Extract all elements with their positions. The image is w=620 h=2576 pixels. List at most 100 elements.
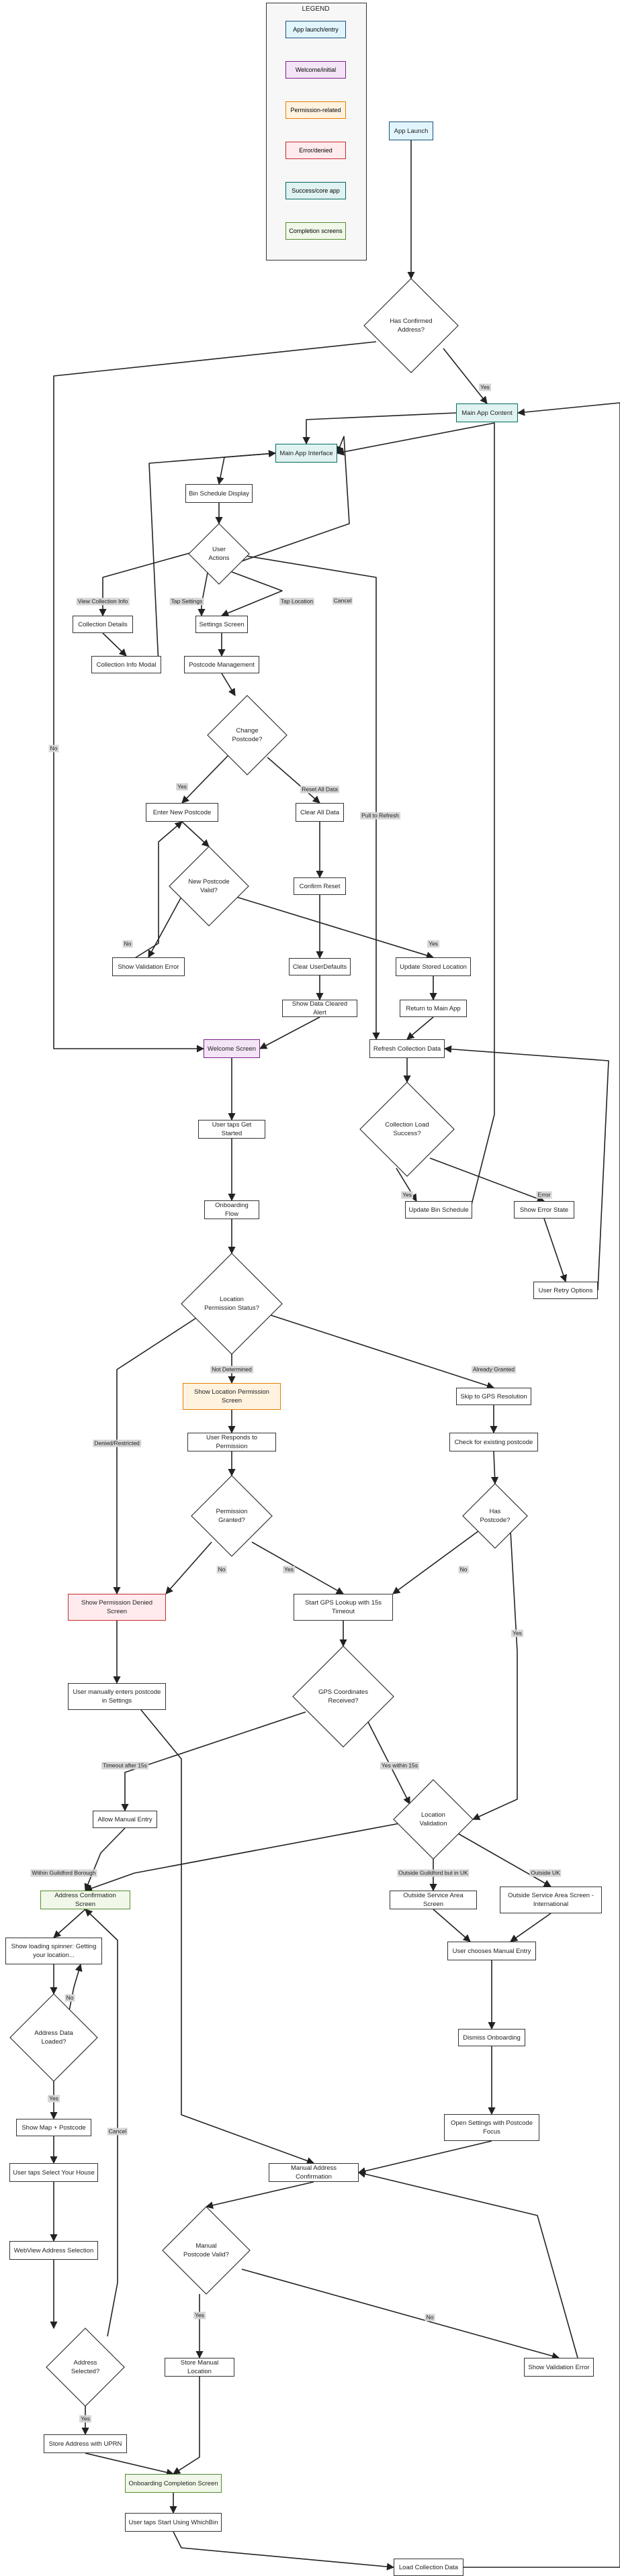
edge-label: No (216, 1566, 227, 1574)
node-show-permission-denied: Show Permission Denied Screen (68, 1594, 166, 1621)
decision-shape-address-data-loaded (9, 1993, 98, 2082)
node-main-app-interface: Main App Interface (275, 444, 337, 463)
decision-address-data-loaded: Address Data Loaded? (34, 2030, 73, 2046)
edge-label: Yes (48, 2095, 60, 2103)
node-user-responds: User Responds to Permission (187, 1433, 276, 1451)
edge-label: Within Guildford Borough (30, 1869, 97, 1877)
edge-open-settings-focus-to-manual-address-confirmation (357, 2140, 492, 2175)
node-onboarding-flow: Onboarding Flow (204, 1200, 259, 1219)
decision-has-confirmed: Has Confirmed Address? (390, 318, 433, 334)
edge-user-retry-to-refresh-collection (443, 1045, 609, 1291)
edge-update-bin-schedule-to-main-app-interface (336, 422, 495, 1210)
decision-shape-manual-postcode-valid (162, 2206, 251, 2295)
edge-change-postcode-to-clear-all-data (267, 757, 320, 804)
legend-item-permission: Permission-related (285, 101, 346, 119)
edge-main-app-content-to-main-app-interface (302, 412, 457, 445)
decision-new-postcode-valid: New Postcode Valid? (188, 878, 230, 894)
decision-shape-has-confirmed (363, 278, 459, 373)
node-enter-new-postcode: Enter New Postcode (146, 803, 218, 822)
edge-label: No (425, 2313, 435, 2322)
node-app-launch: App Launch (389, 122, 433, 140)
node-show-data-cleared: Show Data Cleared Alert (282, 1000, 357, 1017)
edge-change-postcode-to-enter-new-postcode (181, 755, 229, 804)
decision-has-postcode: Has Postcode? (480, 1508, 511, 1524)
node-refresh-collection: Refresh Collection Data (369, 1039, 445, 1058)
edge-collection-info-modal-to-main-app-interface (148, 450, 277, 665)
edge-label: Tap Location (279, 598, 315, 606)
node-update-stored-location: Update Stored Location (396, 957, 471, 976)
edge-label: Yes (193, 2311, 206, 2320)
edge-label: Yes (427, 940, 439, 948)
node-store-manual-location: Store Manual Location (165, 2358, 234, 2377)
decision-permission-granted: Permission Granted? (216, 1508, 248, 1524)
decision-shape-address-selected (46, 2328, 125, 2407)
node-store-address-uprn: Store Address with UPRN (44, 2434, 127, 2453)
edge-postcode-mgmt-to-change-postcode (221, 673, 236, 696)
node-clear-all-data: Clear All Data (296, 803, 344, 822)
edge-label: No (48, 745, 59, 753)
node-clear-userdefaults: Clear UserDefaults (289, 958, 351, 975)
edge-user-taps-start-to-load-collection-data (173, 2531, 395, 2571)
edge-has-confirmed-to-main-app-content (443, 348, 488, 404)
edge-location-permission-status-to-show-permission-denied (113, 1314, 202, 1595)
decision-change-postcode: Change Postcode? (232, 727, 263, 743)
edge-location-validation-to-address-confirmation (84, 1822, 404, 1892)
edge-outside-service-intl-to-user-chooses-manual (510, 1913, 551, 1942)
edge-label: Tap Settings (169, 598, 204, 606)
edge-label: Cancel (332, 597, 353, 605)
decision-shape-user-actions (188, 523, 250, 585)
decision-location-validation: Location Validation (419, 1811, 447, 1827)
edge-label: No (458, 1566, 469, 1574)
edge-label: Outside Guildford but in UK (397, 1869, 470, 1877)
edge-label: Already Granted (472, 1366, 516, 1374)
edge-outside-service-area-to-user-chooses-manual (433, 1909, 471, 1942)
edge-collection-details-to-collection-info-modal (102, 632, 127, 657)
node-user-chooses-manual: User chooses Manual Entry (447, 1942, 536, 1960)
node-show-loading-spinner: Show loading spinner: Getting your locat… (5, 1938, 102, 1964)
edge-has-postcode-to-start-gps (392, 1530, 480, 1594)
edge-location-validation-to-outside-service-intl (456, 1832, 551, 1887)
legend-item-success: Success/core app (285, 182, 346, 199)
edge-label: Reset All Data (300, 785, 339, 794)
edge-has-postcode-to-location-validation (472, 1530, 518, 1820)
edge-permission-granted-to-start-gps (251, 1541, 344, 1594)
decision-shape-collection-load-success (359, 1082, 455, 1177)
edge-label: Error (536, 1191, 552, 1199)
node-load-collection-data: Load Collection Data (394, 2559, 463, 2576)
node-bin-schedule: Bin Schedule Display (185, 484, 253, 503)
edge-label: No (122, 940, 133, 948)
edge-label: Yes within 15s (380, 1762, 420, 1770)
edge-load-collection-data-to-main-app-content (463, 402, 620, 2568)
node-check-existing-postcode: Check for existing postcode (449, 1433, 538, 1451)
decision-gps-received: GPS Coordinates Received? (318, 1688, 368, 1705)
decision-manual-postcode-valid: Manual Postcode Valid? (183, 2242, 229, 2258)
edge-label: Yes (176, 783, 188, 791)
edge-label: Not Determined (210, 1366, 253, 1374)
node-show-validation-error-1: Show Validation Error (112, 957, 185, 976)
edge-label: Timeout after 15s (101, 1762, 148, 1770)
node-user-taps-start: User taps Start Using WhichBin (125, 2513, 222, 2532)
node-address-confirmation: Address Confirmation Screen (40, 1891, 130, 1909)
node-show-error-state: Show Error State (514, 1201, 574, 1219)
edge-address-selected-to-address-confirmation (85, 1909, 118, 2337)
node-outside-service-area: Outside Service Area Screen (390, 1891, 477, 1909)
node-settings-screen: Settings Screen (195, 616, 248, 633)
node-onboarding-completion: Onboarding Completion Screen (125, 2474, 222, 2493)
node-collection-details: Collection Details (73, 616, 133, 633)
node-show-map-postcode: Show Map + Postcode (16, 2119, 91, 2136)
edge-show-validation-error-2-to-manual-address-confirmation (357, 2170, 578, 2358)
edge-label: Yes (511, 1629, 523, 1637)
decision-location-permission-status: Location Permission Status? (204, 1296, 259, 1312)
edge-label: Yes (401, 1191, 413, 1199)
edge-check-existing-postcode-to-has-postcode (490, 1451, 499, 1485)
edge-address-confirmation-to-show-loading-spinner (53, 1909, 86, 1938)
node-postcode-mgmt: Postcode Management (184, 656, 259, 673)
node-confirm-reset: Confirm Reset (294, 877, 346, 895)
edge-show-data-cleared-to-welcome-screen (259, 1016, 320, 1049)
node-start-gps: Start GPS Lookup with 15s Timeout (294, 1594, 393, 1621)
edge-label: Cancel (107, 2128, 128, 2136)
edge-show-error-state-to-user-retry (543, 1218, 568, 1283)
edge-store-manual-location-to-onboarding-completion (173, 2377, 200, 2475)
edge-label: View Collection Info (76, 598, 130, 606)
